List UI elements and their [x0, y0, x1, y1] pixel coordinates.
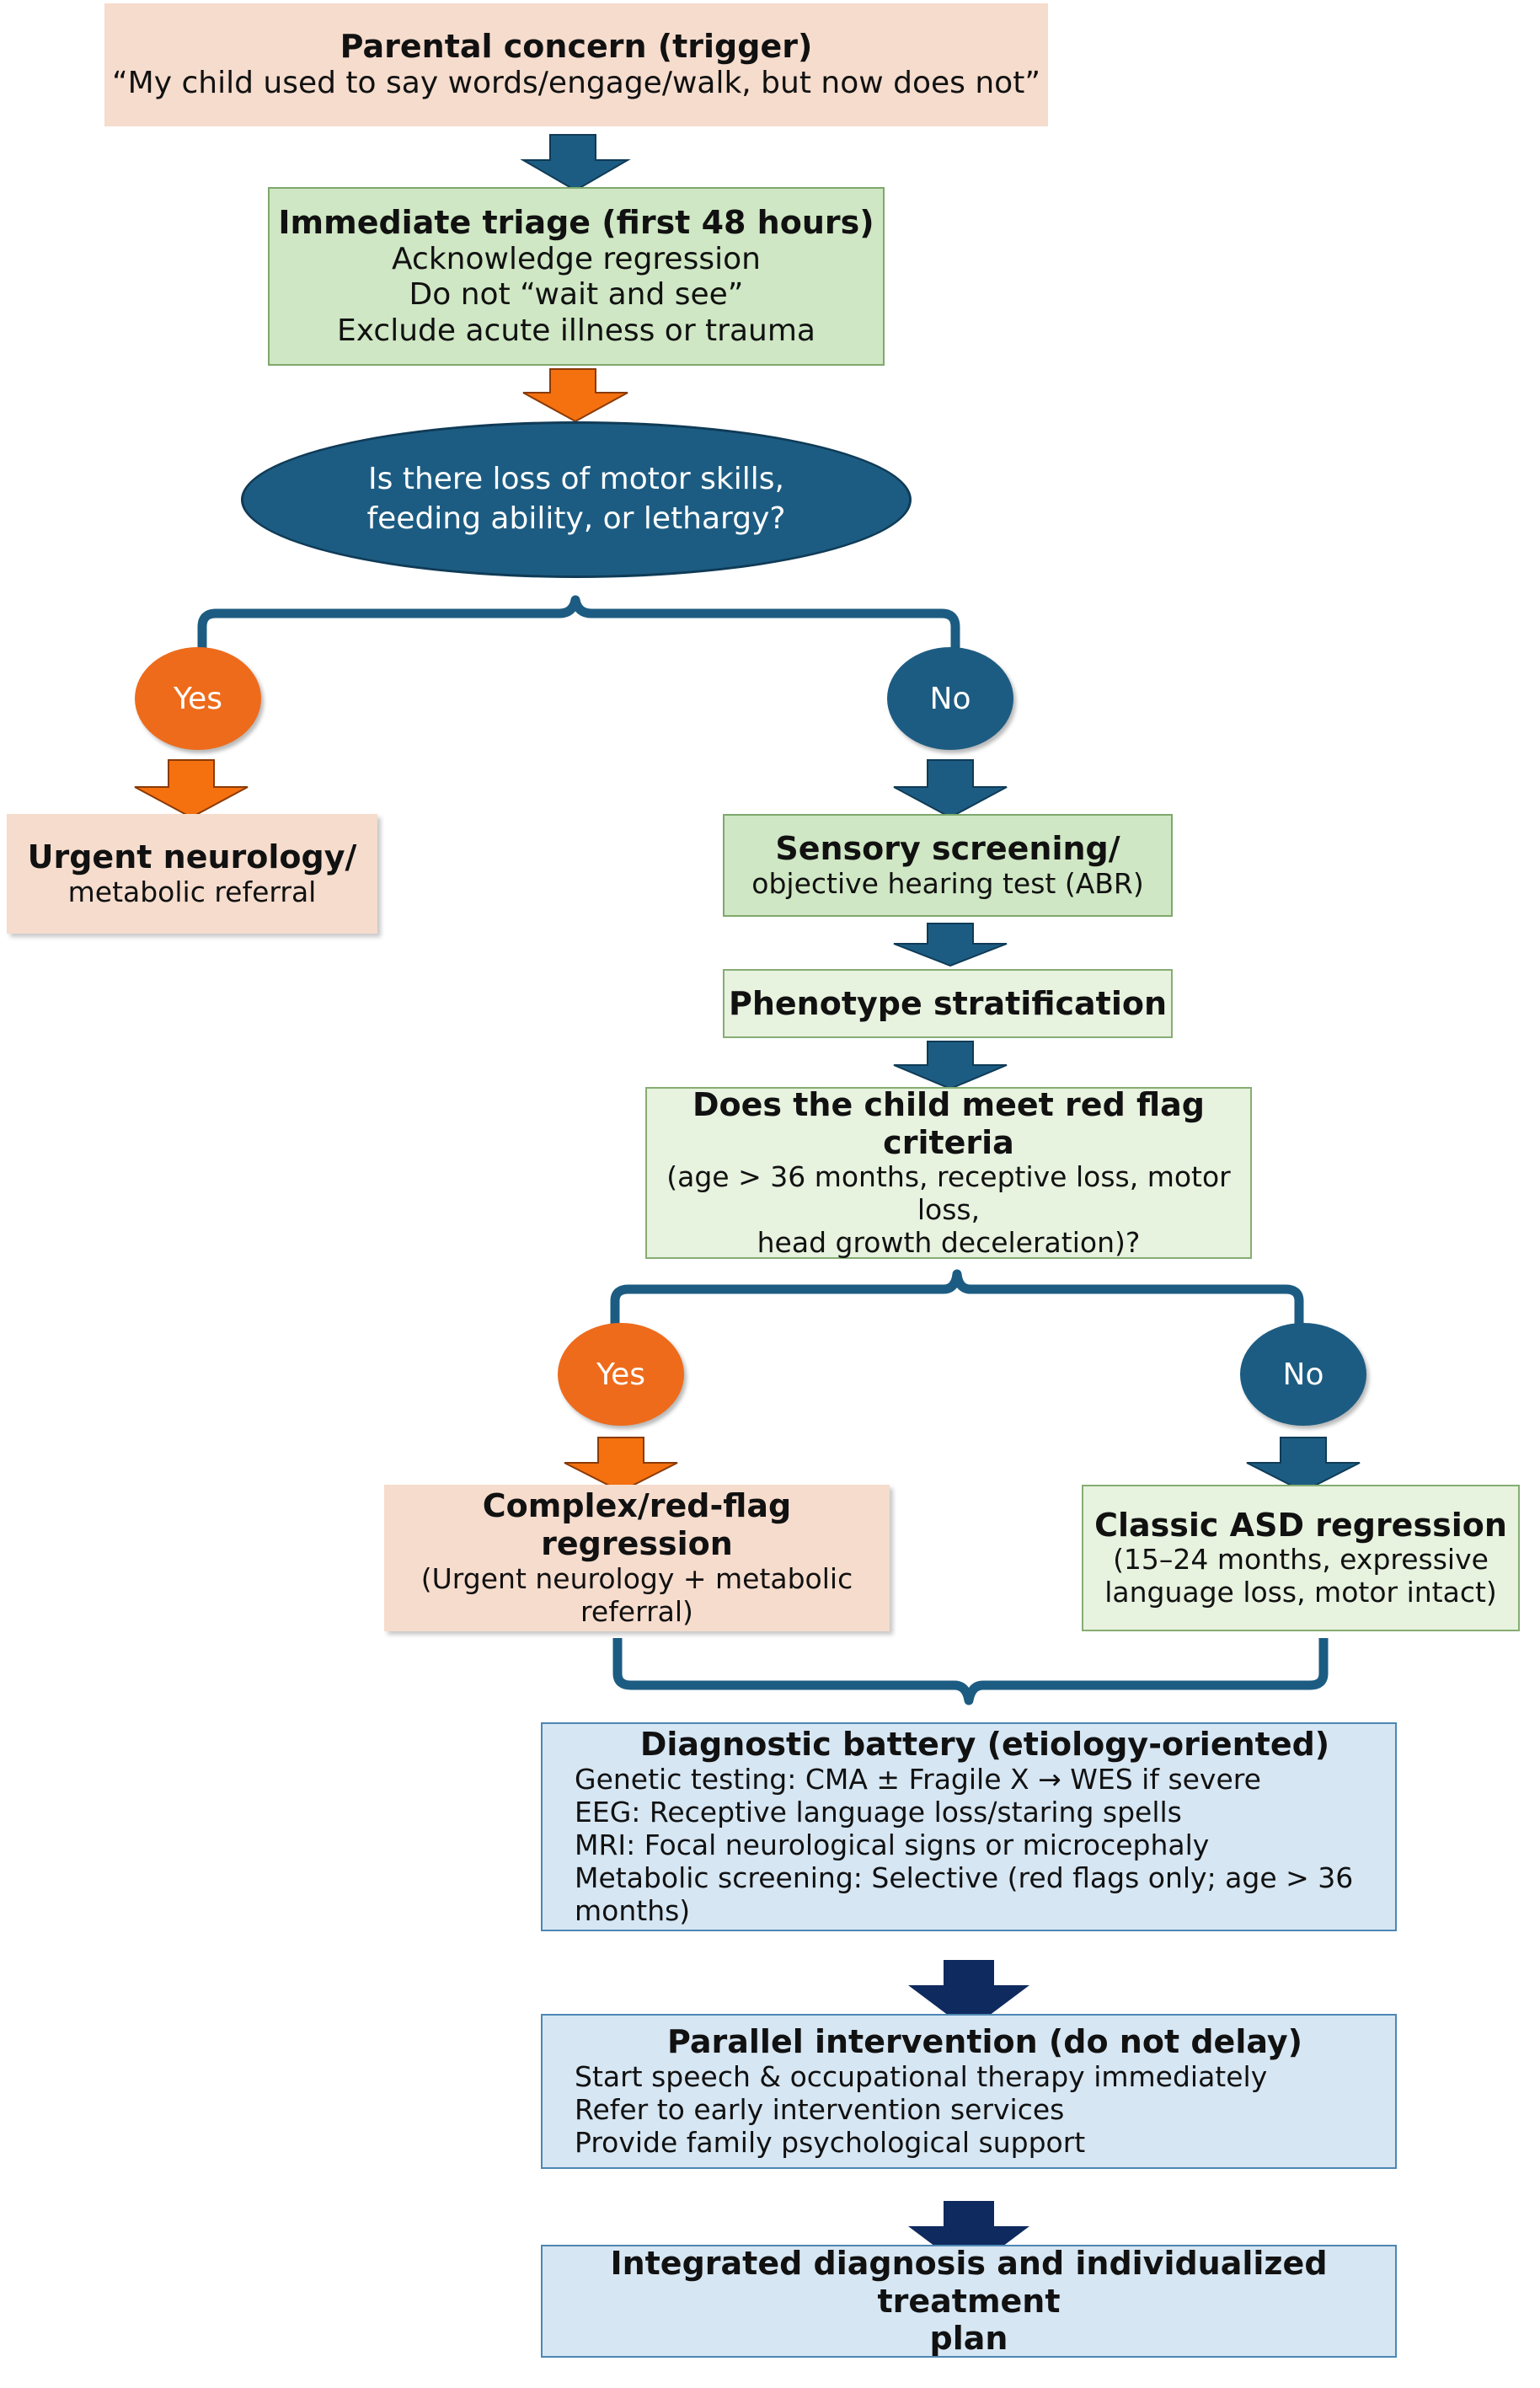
trigger-box: Parental concern (trigger) “My child use… [104, 3, 1048, 126]
battery-title: Diagnostic battery (etiology-oriented) [639, 1726, 1330, 1764]
phenotype-title: Phenotype stratification [728, 984, 1167, 1022]
final-box: Integrated diagnosis and individualized … [541, 2245, 1397, 2358]
arrow-triage-to-decision1 [522, 368, 628, 423]
decision2-no-badge: No [1240, 1323, 1366, 1426]
classic-title: Classic ASD regression [1094, 1506, 1507, 1544]
triage-line: Do not “wait and see” [409, 277, 744, 313]
sensory-box: Sensory screening/ objective hearing tes… [723, 814, 1173, 917]
trigger-quote: “My child used to say words/engage/walk,… [112, 66, 1040, 101]
intervention-line: Start speech & occupational therapy imme… [575, 2060, 1268, 2093]
arrow-phenotype-to-decision2 [893, 1041, 1008, 1090]
arrow-no-to-classic [1246, 1437, 1361, 1493]
bracket-decision1 [197, 595, 960, 654]
intervention-line: Provide family psychological support [575, 2125, 1086, 2159]
decision1-oval: Is there loss of motor skills, feeding a… [241, 421, 912, 578]
decision2-yes-badge: Yes [558, 1323, 684, 1426]
arrow-intervention-to-final [908, 2201, 1029, 2272]
intervention-box: Parallel intervention (do not delay) Sta… [541, 2014, 1397, 2169]
urgent-box: Urgent neurology/ metabolic referral [7, 814, 377, 934]
phenotype-box: Phenotype stratification [723, 969, 1173, 1038]
classic-sub: (15–24 months, expressive [1113, 1543, 1489, 1577]
arrow-yes-to-urgent [134, 759, 249, 819]
bracket-decision2 [610, 1269, 1304, 1326]
arrow-no-to-sensory [893, 759, 1008, 819]
triage-line: Acknowledge regression [392, 241, 761, 276]
decision1-no-badge: No [887, 647, 1013, 750]
arrow-trigger-to-triage [520, 134, 631, 192]
arrow-battery-to-intervention [908, 1960, 1029, 2031]
decision1-yes-label: Yes [173, 681, 223, 716]
decision1-line: Is there loss of motor skills, [368, 462, 784, 497]
decision2-box: Does the child meet red flag criteria (a… [645, 1085, 1252, 1260]
classic-sub: language loss, motor intact) [1104, 1576, 1497, 1609]
final-title: Integrated diagnosis and individualized … [610, 2244, 1328, 2320]
decision1-line: feeding ability, or lethargy? [366, 501, 786, 536]
complex-sub: referral) [580, 1594, 693, 1628]
urgent-sub: metabolic referral [67, 875, 317, 908]
battery-line: Genetic testing: CMA ± Fragile X → WES i… [575, 1763, 1261, 1796]
complex-sub: (Urgent neurology + metabolic [420, 1561, 853, 1595]
decision2-yes-label: Yes [596, 1357, 646, 1392]
decision2-title: Does the child meet red flag [692, 1085, 1206, 1123]
arrow-yes-to-complex [564, 1437, 678, 1493]
sensory-title: Sensory screening/ [775, 830, 1120, 868]
decision1-no-label: No [929, 681, 971, 716]
triage-box: Immediate triage (first 48 hours) Acknow… [268, 187, 885, 366]
intervention-line: Refer to early intervention services [575, 2092, 1065, 2126]
complex-box: Complex/red-flag regression (Urgent neur… [384, 1485, 890, 1631]
decision2-sub: (age > 36 months, receptive loss, motor … [666, 1160, 1231, 1227]
decision2-title: criteria [883, 1123, 1014, 1161]
battery-line: MRI: Focal neurological signs or microce… [575, 1828, 1210, 1861]
sensory-sub: objective hearing test (ABR) [751, 866, 1144, 900]
decision2-no-label: No [1282, 1357, 1324, 1392]
triage-title: Immediate triage (first 48 hours) [278, 203, 874, 241]
decision1-yes-badge: Yes [135, 647, 261, 750]
bracket-merge [612, 1638, 1329, 1705]
arrow-sensory-to-phenotype [893, 923, 1008, 967]
urgent-title: Urgent neurology/ [27, 838, 357, 876]
complex-title: Complex/red-flag regression [482, 1487, 792, 1563]
intervention-title: Parallel intervention (do not delay) [667, 2023, 1302, 2061]
battery-line: EEG: Receptive language loss/staring spe… [575, 1796, 1182, 1828]
trigger-title: Parental concern (trigger) [340, 28, 813, 66]
classic-box: Classic ASD regression (15–24 months, ex… [1082, 1485, 1520, 1631]
battery-box: Diagnostic battery (etiology-oriented) G… [541, 1722, 1397, 1931]
battery-line: Metabolic screening: Selective (red flag… [575, 1861, 1354, 1927]
decision2-sub: head growth deceleration)? [757, 1226, 1141, 1260]
triage-line: Exclude acute illness or trauma [337, 313, 815, 348]
final-title: plan [929, 2320, 1008, 2358]
